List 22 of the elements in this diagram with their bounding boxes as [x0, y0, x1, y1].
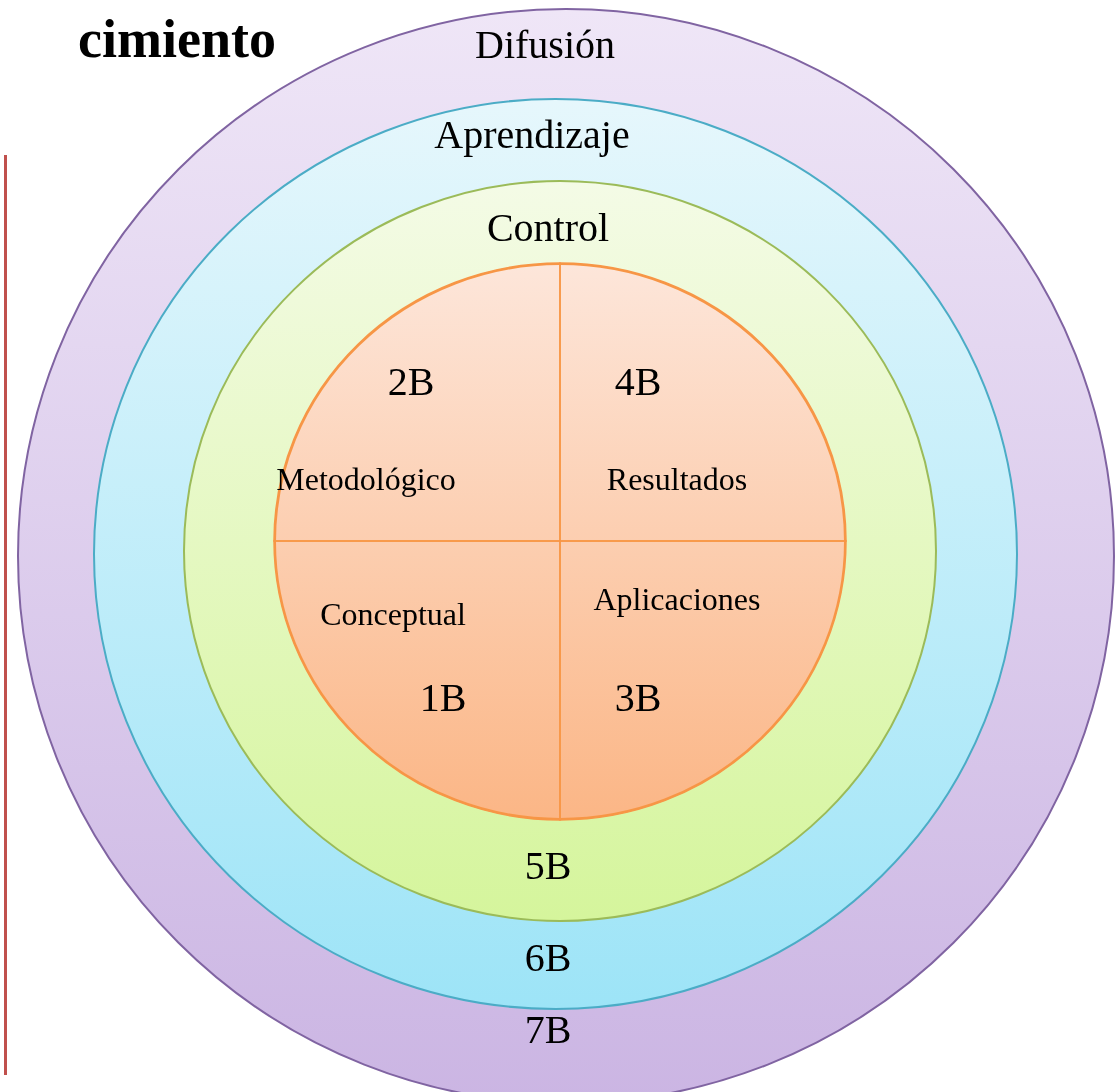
- node-label: 1B: [419, 676, 467, 720]
- node-label: 6B: [524, 936, 572, 980]
- node-label: Metodológico: [276, 462, 456, 498]
- node-label: Conceptual: [320, 597, 466, 633]
- node-label: Resultados: [606, 462, 748, 498]
- quadrant-segment: [560, 541, 846, 820]
- quadrant-segment: [274, 541, 560, 820]
- title: cimiento: [78, 10, 276, 70]
- node-label: 3B: [614, 676, 662, 720]
- node-label: 7B: [524, 1008, 572, 1052]
- quadrant-segment: [274, 263, 560, 541]
- node-label: Control: [486, 206, 610, 250]
- core-circle: [274, 263, 846, 820]
- node-label: 5B: [524, 844, 572, 888]
- quadrant-segment: [560, 263, 846, 541]
- node-label: 2B: [387, 360, 435, 404]
- node-label: Aplicaciones: [593, 582, 761, 618]
- middle-circle: [93, 98, 1018, 1010]
- node-label: Difusión: [475, 23, 615, 67]
- inner-ring-circle: [183, 180, 937, 922]
- node-label: 4B: [614, 360, 662, 404]
- node-label: Aprendizaje: [434, 113, 630, 157]
